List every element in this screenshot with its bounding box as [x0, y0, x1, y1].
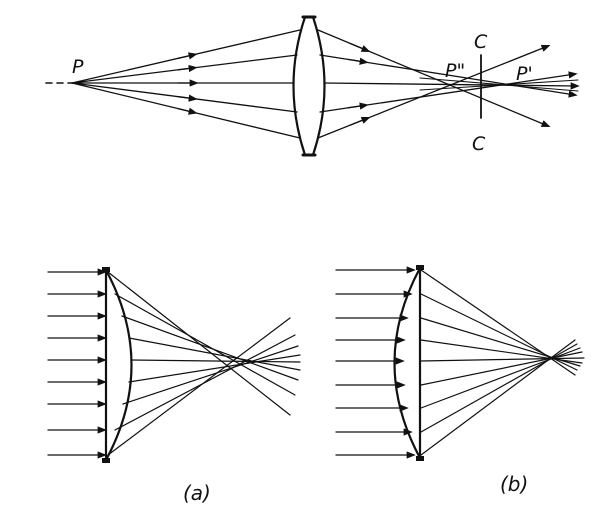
- ray-arrow: [347, 57, 369, 65]
- refracted-ray: [128, 337, 301, 371]
- ray-arrow: [349, 42, 371, 52]
- lens-rim-top: [416, 265, 424, 270]
- lens-rim-bottom: [102, 458, 110, 463]
- refracted-ray: [122, 345, 299, 405]
- top-panel: [45, 15, 580, 157]
- label-panel-b: (b): [500, 472, 528, 496]
- ray-arrow: [347, 102, 369, 110]
- lens-outline: [292, 15, 326, 157]
- refracted-ray: [130, 359, 301, 363]
- refracted-ray: [107, 317, 291, 456]
- label-marginal-focus: P": [445, 60, 465, 82]
- panel-b-refracted-rays: [420, 269, 585, 456]
- ray-arrow: [177, 52, 198, 60]
- panel-b-incident-rays: [335, 266, 416, 459]
- ray-arrow: [177, 107, 198, 115]
- label-panel-a: (a): [183, 481, 211, 505]
- ray-arrow: [349, 116, 371, 126]
- refracted-ray: [420, 343, 578, 433]
- panel-a-refracted-rays: [107, 271, 301, 456]
- label-plane-bottom: C: [472, 133, 486, 155]
- labels: P P" P' C C (a) (b): [72, 31, 533, 505]
- refracted-ray: [128, 354, 301, 383]
- refracted-ray: [121, 315, 299, 381]
- lens-curved-face: [104, 268, 133, 462]
- ray-arrow: [177, 64, 198, 73]
- refracted-ray: [420, 357, 585, 362]
- label-paraxial-focus: P': [516, 63, 533, 85]
- panel-a: [47, 267, 301, 463]
- refracted-ray: [420, 339, 583, 364]
- label-plane-top: C: [474, 31, 488, 53]
- refracted-ray-axial: [323, 82, 580, 90]
- lens-rim-bottom: [416, 456, 424, 461]
- refracted-ray: [420, 339, 576, 456]
- ray-arrow: [177, 94, 198, 102]
- lens-curved-face: [393, 266, 422, 460]
- refracted-ray: [420, 347, 581, 409]
- lens-rim-top: [102, 267, 110, 272]
- refracted-ray: [114, 293, 296, 396]
- top-incident-rays: [71, 29, 301, 139]
- panel-a-incident-rays: [47, 268, 107, 459]
- biconvex-lens: [292, 15, 326, 157]
- plano-convex-lens-a: [102, 267, 133, 463]
- plano-convex-lens-b: [393, 265, 424, 461]
- refracted-ray-near-axis: [419, 79, 579, 91]
- panel-b: [335, 265, 585, 461]
- top-refracted-rays: [317, 29, 580, 139]
- label-source-point: P: [72, 56, 84, 78]
- refracted-ray: [420, 269, 576, 376]
